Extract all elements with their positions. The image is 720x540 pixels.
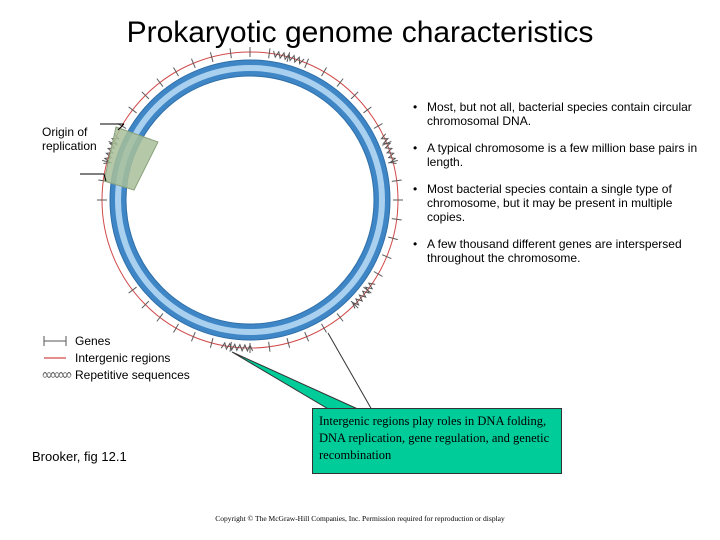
bullet-list: • Most, but not all, bacterial species c… (413, 100, 703, 278)
gene-marker (269, 342, 270, 352)
bullet-item: • Most bacterial species contain a singl… (413, 182, 703, 224)
bullet-marker: • (413, 100, 417, 114)
gene-marker (157, 313, 163, 321)
origin-label-line-1: Origin of (42, 125, 97, 139)
chromosome-ring-highlight (118, 68, 382, 332)
gene-marker (322, 324, 327, 333)
gene-marker (374, 272, 383, 277)
gene-markers (97, 47, 403, 353)
bullet-item: • A few thousand different genes are int… (413, 237, 703, 265)
gene-marker (174, 324, 179, 333)
repetitive-sequence (221, 343, 252, 351)
intergenic-callout-box: Intergenic regions play roles in DNA fol… (312, 408, 562, 474)
legend-label: Repetitive sequences (75, 367, 190, 384)
origin-label-line-2: replication (42, 139, 97, 153)
legend-label: Intergenic regions (75, 350, 170, 367)
bullet-text: A few thousand different genes are inter… (427, 237, 682, 265)
gene-marker (191, 332, 195, 341)
gene-marker (374, 124, 383, 129)
repetitive-sequences (104, 51, 397, 351)
bullet-text: Most bacterial species contain a single … (427, 182, 672, 224)
bullet-marker: • (413, 141, 417, 155)
gene-marker (230, 48, 231, 58)
gene-marker (129, 107, 137, 113)
bullet-marker: • (413, 237, 417, 251)
gene-marker (269, 48, 270, 58)
gene-marker (363, 107, 371, 113)
gene-marker (129, 287, 137, 293)
bullet-marker: • (413, 182, 417, 196)
gene-marker-icon (42, 334, 68, 348)
gene-marker (305, 59, 309, 68)
gene-marker (174, 67, 179, 76)
gene-marker (337, 79, 343, 87)
chromosome-ring-edge-inner (126, 76, 374, 324)
figure-citation: Brooker, fig 12.1 (32, 449, 127, 464)
intergenic-line-icon (42, 351, 68, 365)
gene-marker (191, 59, 195, 68)
gene-marker (392, 180, 402, 181)
copyright-notice: Copyright © The McGraw-Hill Companies, I… (0, 514, 720, 523)
legend-label: Genes (75, 333, 110, 350)
gene-marker (382, 255, 391, 259)
bullet-text: A typical chromosome is a few million ba… (427, 141, 697, 169)
gene-marker (305, 332, 309, 341)
gene-marker (322, 67, 327, 76)
gene-marker (157, 79, 163, 87)
repetitive-wave-icon (42, 368, 72, 382)
origin-of-replication-region (104, 127, 158, 190)
bullet-text: Most, but not all, bacterial species con… (427, 100, 692, 128)
gene-marker (337, 313, 343, 321)
bullet-item: • A typical chromosome is a few million … (413, 141, 703, 169)
gene-marker (392, 219, 402, 220)
origin-of-replication-label: Origin of replication (42, 125, 97, 153)
callout-pointer (232, 352, 360, 410)
bullet-item: • Most, but not all, bacterial species c… (413, 100, 703, 128)
